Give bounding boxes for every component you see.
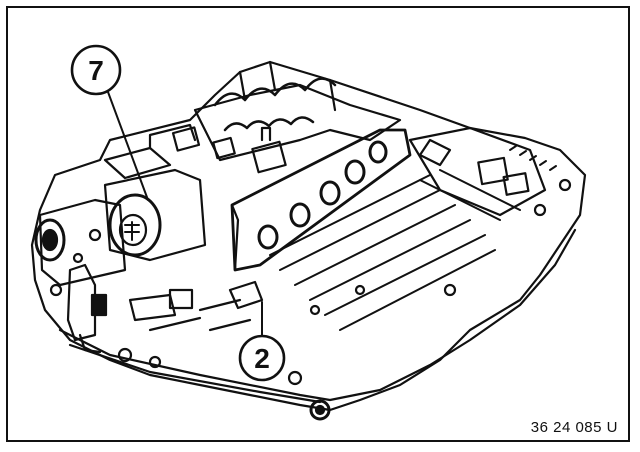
callout-7-leader <box>107 91 149 201</box>
left-block <box>38 198 127 287</box>
figure-code: 36 24 085 U <box>530 419 618 436</box>
callout-2-label: 2 <box>254 343 270 374</box>
callout-7-circle <box>70 44 122 96</box>
housing-outline <box>30 60 587 412</box>
lower-rim <box>58 228 577 402</box>
callout-2-circle <box>238 334 286 382</box>
pan-channels <box>269 169 521 331</box>
top-lever <box>251 140 287 174</box>
solenoid-cap <box>108 193 162 257</box>
lower-left-fitting <box>66 263 97 342</box>
rim-bolts <box>117 178 572 421</box>
upper-valve-stack <box>193 83 402 162</box>
solenoid-body <box>103 168 207 262</box>
left-bore <box>34 218 66 262</box>
right-manifold <box>408 126 547 217</box>
callout-7-label: 7 <box>88 55 104 86</box>
